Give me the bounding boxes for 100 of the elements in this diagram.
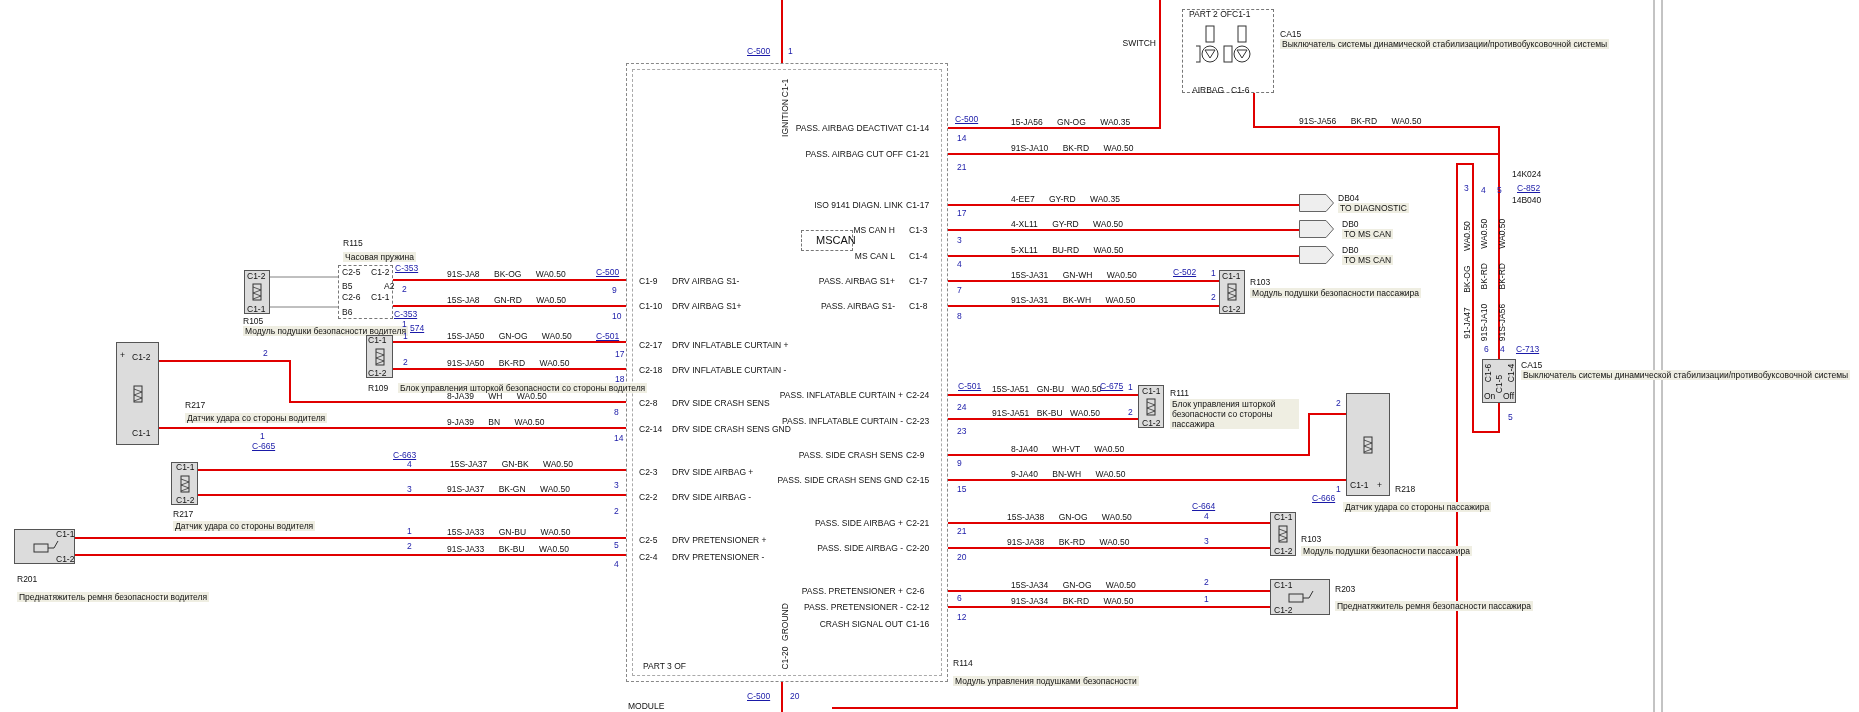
pin-label: PASS. AIRBAG S1+: [818, 276, 895, 286]
pin-label: C1-1: [176, 462, 195, 472]
connector-id: C-664: [1192, 501, 1216, 511]
pin-number: 4: [1204, 511, 1209, 521]
wire: [947, 255, 1300, 257]
wire: [947, 280, 1220, 282]
description-label: Модуль управления подушками безопасности: [953, 676, 1139, 686]
pin-number: 1: [788, 46, 793, 56]
pin-label: C1-1: [371, 292, 390, 302]
description-label: Датчик удара со стороны пассажира: [1343, 502, 1492, 512]
pin-number: 1: [1211, 268, 1216, 278]
pin-label: C2-3: [639, 467, 658, 477]
pin-number: 2: [403, 357, 408, 367]
pin-label: C1-1: [1350, 480, 1369, 490]
pin-number: 1: [1128, 382, 1133, 392]
reference-label: R217: [173, 509, 194, 519]
reference-label: R103: [1250, 277, 1271, 287]
pin-label: C1-21: [906, 149, 930, 159]
wire-label: 91S-JA38 BK-RD WA0.50: [1007, 537, 1130, 547]
reference-label: DB04: [1338, 193, 1360, 203]
pin-label: PASS. AIRBAG S1-: [821, 301, 895, 311]
pin-number: 21: [957, 162, 967, 172]
wire: [947, 305, 1220, 307]
reference-label: R217: [185, 400, 206, 410]
description-label: Преднатяжитель ремня безопасности пассажира: [1335, 601, 1533, 611]
connector-id: C-663: [393, 450, 417, 460]
connector-id: C-852: [1517, 183, 1541, 193]
connector-id: C-353: [394, 309, 418, 319]
pin-label: IGNITION: [780, 99, 790, 137]
pin-label: C2-4: [639, 552, 658, 562]
wire-label: 91S-JA56 BK-RD WA0.50: [1497, 218, 1507, 342]
wire-label: 91S-JA50 BK-RD WA0.50: [447, 358, 570, 368]
pin-number: 1: [407, 526, 412, 536]
wire: [947, 204, 1300, 206]
pin-label: DRV SIDE CRASH SENS GND: [672, 424, 791, 434]
pin-label: C1-5: [1494, 374, 1504, 394]
pin-label: C1-6: [1231, 85, 1250, 95]
pin-label: C1-1: [132, 428, 151, 438]
pin-label: DRV SIDE CRASH SENS: [672, 398, 770, 408]
pin-label: PASS. INFLATABLE CURTAIN -: [781, 416, 903, 426]
wire-label: 15-JA56 GN-OG WA0.35: [1011, 117, 1131, 127]
wire-label: 91-JA47 BK-OG WA0.50: [1462, 221, 1472, 339]
pin-label: C1-1: [247, 304, 266, 314]
pin-number: 3: [957, 235, 962, 245]
pin-number: 4: [1500, 344, 1505, 354]
pin-number: 1: [402, 319, 407, 329]
pin-label: 14K024: [1512, 169, 1542, 179]
wire-label: 91S-JA33 BK-BU WA0.50: [447, 544, 569, 554]
wire-label: 91S-JA8 BK-OG WA0.50: [447, 269, 566, 279]
bus-outline: [801, 230, 853, 251]
pin-label: PASS. AIRBAG CUT OFF: [805, 149, 903, 159]
pin-label: C1-8: [909, 301, 928, 311]
pin-label: PASS. INFLATABLE CURTAIN +: [779, 390, 903, 400]
wire-label: 91S-JA10 BK-RD WA0.50: [1479, 218, 1489, 342]
pin-label: PASS. PRETENSIONER -: [803, 602, 903, 612]
pin-label: DRV PRETENSIONER -: [672, 552, 765, 562]
pin-number: 4: [957, 259, 962, 269]
pin-label: PASS. SIDE AIRBAG +: [815, 518, 903, 528]
pin-label: C2-5: [639, 535, 658, 545]
pin-label: C1-2: [132, 352, 151, 362]
pin-label: C1-6: [1483, 363, 1493, 383]
pin-label: C2-18: [639, 365, 663, 375]
pin-label: DRV SIDE AIRBAG +: [672, 467, 754, 477]
pin-label: C1-1: [56, 529, 75, 539]
pin-label: C2-24: [906, 390, 930, 400]
pin-label: C2-21: [906, 518, 930, 528]
pin-number: 7: [957, 285, 962, 295]
pin-number: 2: [1336, 398, 1341, 408]
wire-label: 8-JA40 WH-VT WA0.50: [1011, 444, 1125, 454]
reference-label: R218: [1395, 484, 1416, 494]
pin-label: AIRBAG: [1192, 85, 1225, 95]
pin-label: MS CAN L: [854, 251, 895, 261]
description-label: Выключатель системы динамической стабилизации/противобуксовочной системы: [1521, 370, 1851, 380]
reference-label: R103: [1301, 534, 1322, 544]
wire-label: 9-JA40 BN-WH WA0.50: [1011, 469, 1126, 479]
wire-label: 5-XL11 BU-RD WA0.50: [1011, 245, 1124, 255]
wire-label: 91S-JA51 BK-BU WA0.50: [992, 408, 1100, 418]
description-label: Преднатяжитель ремня безопасности водителя: [17, 592, 210, 602]
description-label: Блок управления шторкой безопасности со стороны пассажира: [1170, 399, 1299, 429]
pin-number: 24: [957, 402, 967, 412]
pin-label: C1-4: [1506, 363, 1516, 383]
wire-label: 91S-JA37 BK-GN WA0.50: [447, 484, 570, 494]
description-label: Блок управления шторкой безопасности со стороны водителя: [398, 383, 648, 393]
pin-label: +: [1377, 480, 1382, 490]
pin-label: PART 3 OF: [643, 661, 686, 671]
wire: [269, 276, 339, 278]
pin-number: 1: [1204, 594, 1209, 604]
wire-label: 4-XL11 GY-RD WA0.50: [1011, 219, 1124, 229]
pin-label: B6: [342, 307, 353, 317]
pin-label: DRV SIDE AIRBAG -: [672, 492, 752, 502]
wire: [831, 163, 1500, 709]
wire-label: 4-EE7 GY-RD WA0.35: [1011, 194, 1120, 204]
pin-label: C1-7: [909, 276, 928, 286]
wire-label: 91S-JA56 BK-RD WA0.50: [1299, 116, 1422, 126]
pin-number: 6: [957, 593, 962, 603]
wire-label: 8-JA39 WH WA0.50: [447, 391, 547, 401]
pin-label: Off: [1503, 391, 1515, 401]
pin-number: 9: [612, 285, 617, 295]
pin-label: GROUND: [780, 603, 790, 641]
connector-id: C-501: [596, 331, 620, 341]
